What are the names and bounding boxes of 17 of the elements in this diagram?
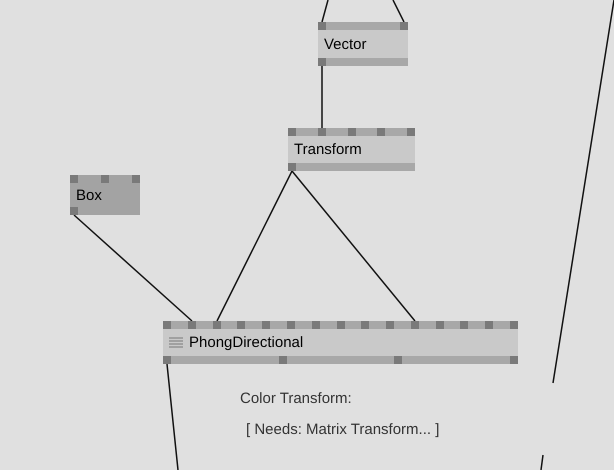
node-box [288, 128, 415, 171]
connector-line [74, 214, 192, 322]
comment-text: [ Needs: Matrix Transform... ] [245, 420, 440, 440]
node-label: Box [76, 188, 102, 202]
connector-line [291, 170, 416, 322]
connector-line [321, 0, 329, 22]
connector-line [216, 170, 293, 322]
node-label: PhongDirectional [189, 335, 304, 350]
comment-text: Color Transform: [240, 389, 353, 409]
connector-line [392, 0, 405, 22]
connector-line [321, 66, 323, 128]
node-box [70, 175, 140, 215]
node-label: Transform [294, 142, 362, 157]
node-box [163, 321, 518, 364]
node-label: Vector [324, 36, 367, 52]
node-box [318, 22, 408, 66]
connector-line [166, 364, 179, 470]
